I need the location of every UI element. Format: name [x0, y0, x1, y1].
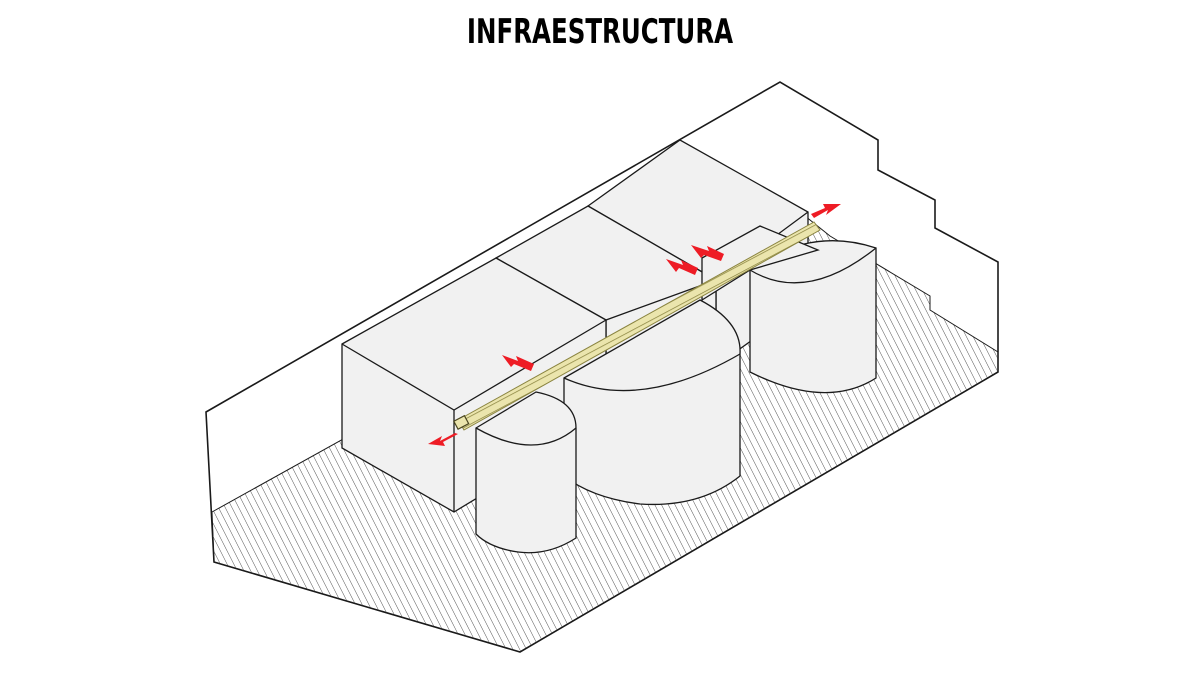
arrow-icon [691, 245, 724, 261]
diagram-title: INFRAESTRUCTURA [466, 12, 734, 52]
cylinder-volume-large [563, 299, 741, 506]
arrow-icon [666, 259, 698, 275]
arrow-icon [428, 433, 458, 446]
arrow-icon [811, 204, 841, 218]
arrow-icon [502, 355, 534, 371]
cylinder-volume-small [475, 391, 577, 554]
duct-end-cap [453, 414, 470, 431]
